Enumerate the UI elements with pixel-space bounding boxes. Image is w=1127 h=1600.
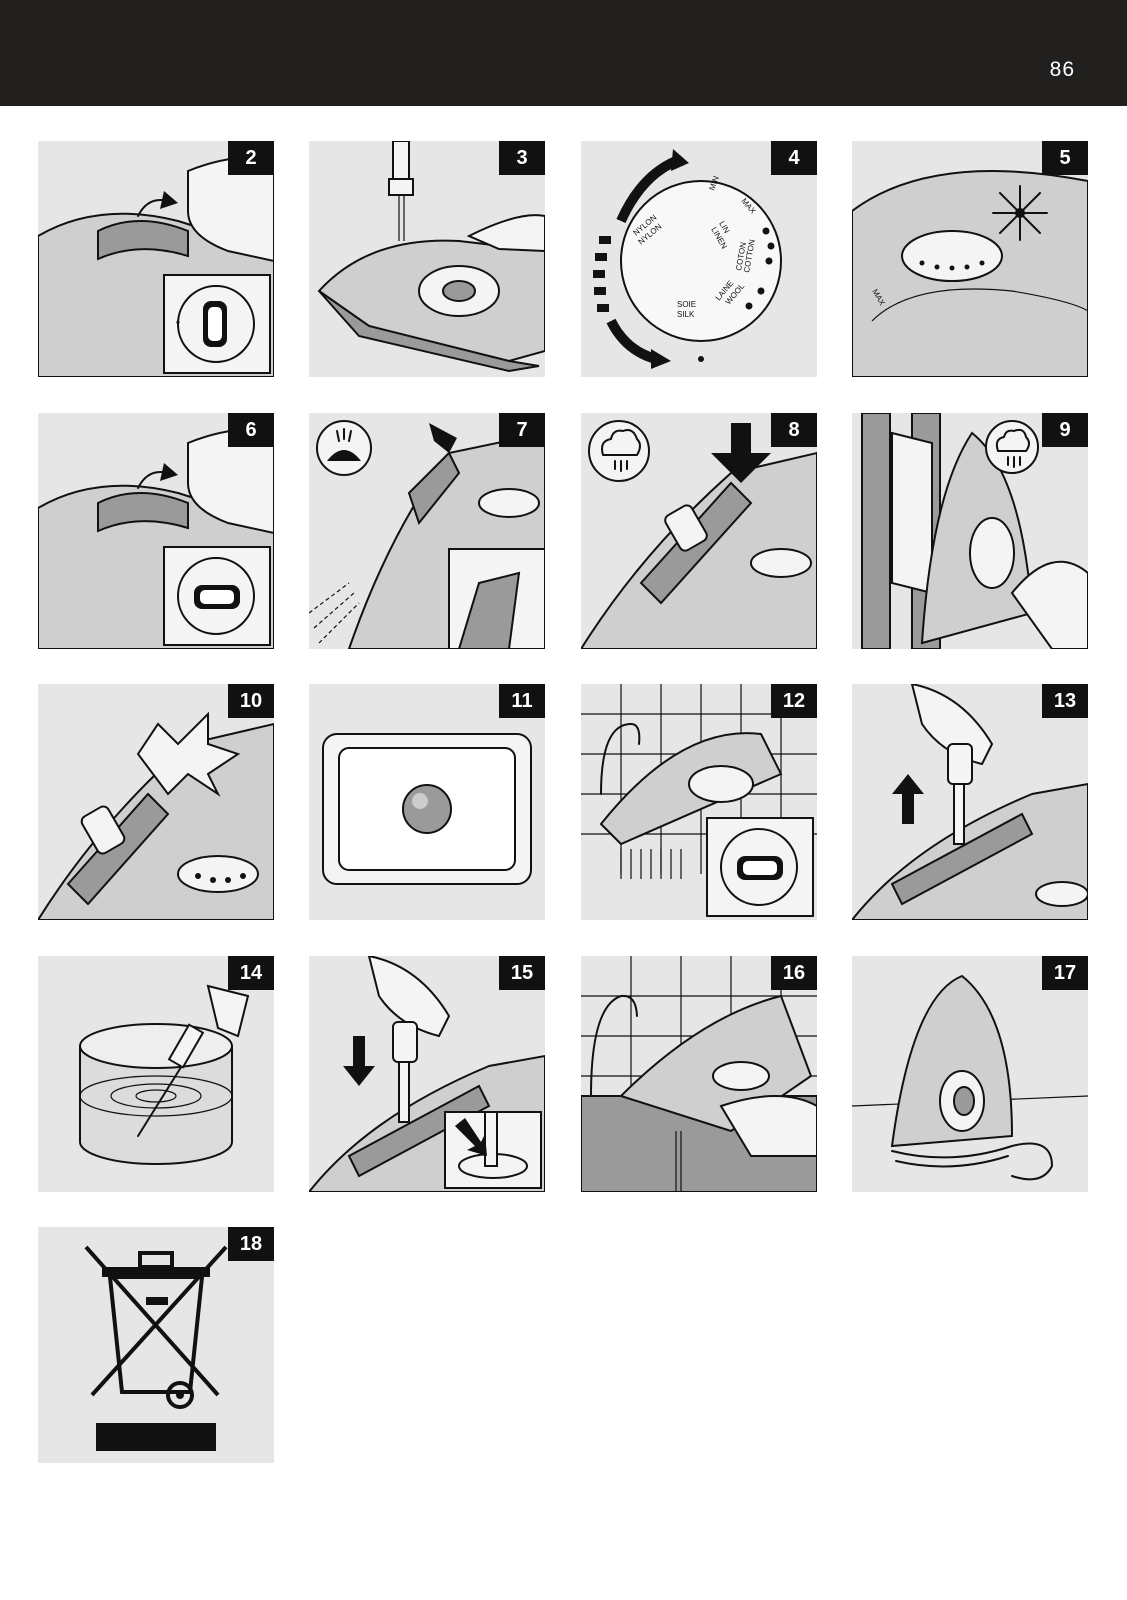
step-number: 7	[499, 413, 545, 447]
step-number: 9	[1042, 413, 1088, 447]
illustration-step-7: 7	[309, 413, 545, 649]
illustration-step-5: MAX 5	[852, 141, 1088, 377]
step-number: 12	[771, 684, 817, 718]
illustration-step-11: 11	[309, 684, 545, 920]
illustration-step-17: 17	[852, 956, 1088, 1192]
step-number: 6	[228, 413, 274, 447]
dial-silk-en: SILK	[677, 310, 695, 319]
step-number: 5	[1042, 141, 1088, 175]
illustration-step-10: 10	[38, 684, 274, 920]
illustration-step-12: 12	[581, 684, 817, 920]
illustration-step-9: 9	[852, 413, 1088, 649]
illustration-step-6: 6	[38, 413, 274, 649]
dial-silk-fr: SOIE	[677, 300, 696, 309]
step-number: 10	[228, 684, 274, 718]
step-number: 14	[228, 956, 274, 990]
illustration-step-8: 8	[581, 413, 817, 649]
step-number: 8	[771, 413, 817, 447]
illustration-step-4-temperature-dial: MIN NYLON NYLON SOIE SILK LAINE WOOL COT…	[581, 141, 817, 377]
page-number: 86	[1049, 58, 1075, 81]
step-number: 3	[499, 141, 545, 175]
svg-text:◊: ◊	[176, 318, 180, 327]
step-number: 16	[771, 956, 817, 990]
step-number: 4	[771, 141, 817, 175]
step-number: 15	[499, 956, 545, 990]
illustration-step-2: ◊ 2	[38, 141, 274, 377]
step-number: 13	[1042, 684, 1088, 718]
illustration-step-15: 15	[309, 956, 545, 1192]
step-number: 17	[1042, 956, 1088, 990]
illustration-step-16: 16	[581, 956, 817, 1192]
step-number: 11	[499, 684, 545, 718]
step-number: 2	[228, 141, 274, 175]
page-header: 86	[0, 0, 1127, 106]
step-number: 18	[228, 1227, 274, 1261]
illustration-step-14: 14	[38, 956, 274, 1192]
illustration-step-18-weee-symbol: 18	[38, 1227, 274, 1463]
illustration-step-3: 3	[309, 141, 545, 377]
illustration-step-13: 13	[852, 684, 1088, 920]
